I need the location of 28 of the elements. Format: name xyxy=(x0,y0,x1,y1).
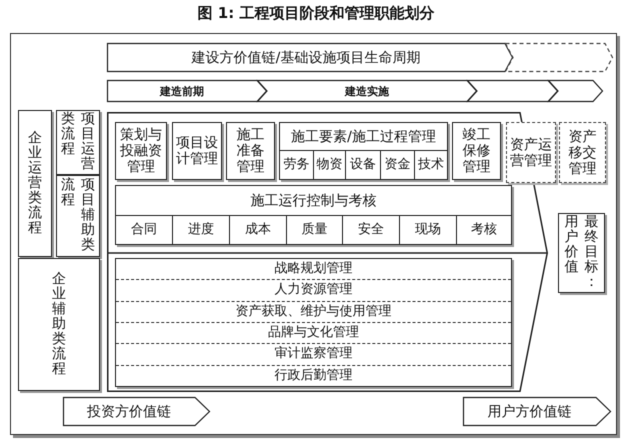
list-row-text: 行政后勤管理 xyxy=(274,366,354,385)
process-box: 项目设计管理 xyxy=(172,122,222,180)
process-box: 最终目标：用户价值 xyxy=(558,213,605,293)
process-box: 企业运营类流程 xyxy=(18,110,52,257)
process-box: 企业辅助类流程 xyxy=(18,258,100,391)
process-box: 资产运营管理 xyxy=(506,122,556,183)
box-heading: 施工要素/施工过程管理 xyxy=(290,128,437,147)
process-box xyxy=(279,122,448,180)
box-heading: 施工运行控制与考核 xyxy=(250,192,378,211)
list-row: 战略规划管理 xyxy=(116,259,511,280)
arrow-banner: 投资方价值链 xyxy=(63,397,210,426)
process-box: 策划与投融资管理 xyxy=(115,122,167,180)
process-box: 施工准备管理 xyxy=(226,122,275,180)
process-box: 资产移交管理 xyxy=(559,122,606,183)
list-row: 审计监察管理 xyxy=(116,344,511,366)
arrow-banner: 用户方价值链 xyxy=(463,397,611,426)
phase-band xyxy=(505,43,613,72)
list-row: 资产获取、维护与使用管理 xyxy=(116,302,511,323)
process-box: 项目运营类流程 xyxy=(56,110,100,175)
process-box xyxy=(115,185,512,245)
process-box: 竣工保修管理 xyxy=(452,122,501,180)
figure-title: 图 1: 工程项目阶段和管理职能划分 xyxy=(196,4,436,24)
phase-band xyxy=(467,80,558,102)
function-list xyxy=(115,258,512,387)
list-row: 品牌与文化管理 xyxy=(116,322,511,344)
process-box: 项目辅助类流程 xyxy=(56,175,100,257)
list-row: 人力资源管理 xyxy=(116,280,511,302)
arrow-banner: 建造前期 xyxy=(107,80,267,102)
